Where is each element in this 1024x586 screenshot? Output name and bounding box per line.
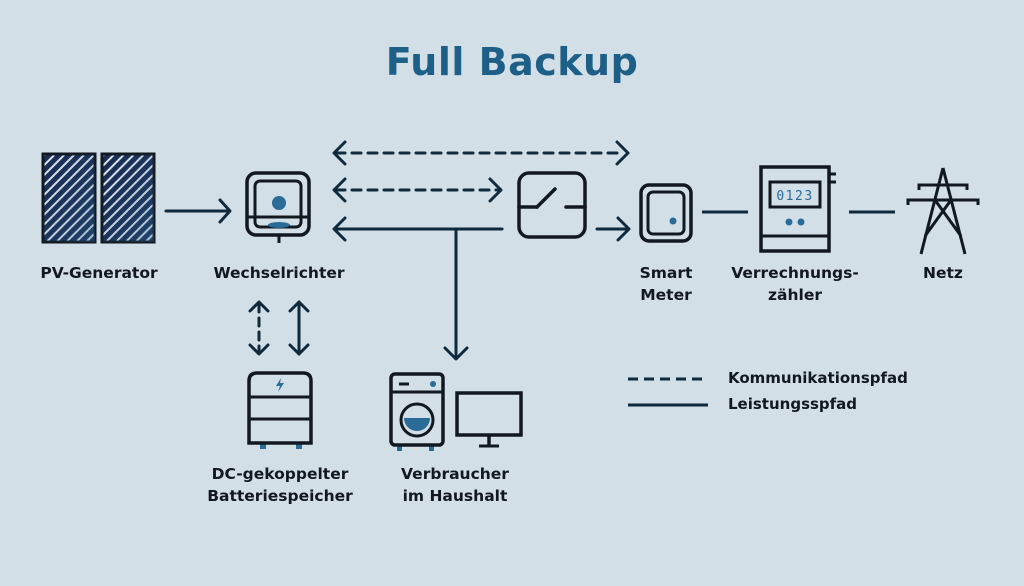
label-battery: DC-gekoppelter Batteriespeicher — [207, 463, 353, 507]
legend-power-label: Leistungsspfad — [728, 395, 858, 413]
diagram-title: Full Backup — [385, 40, 639, 84]
power-arrow-inverter-battery — [288, 300, 310, 356]
label-consumers-line1: Verbraucher — [401, 465, 509, 483]
washing-machine-icon — [389, 372, 445, 451]
communication-arrow-inverter-switch — [332, 177, 503, 203]
label-billing-meter: Verrechnungs- zähler — [731, 262, 859, 306]
power-arrow-pv-to-inverter — [164, 198, 232, 224]
inverter-icon — [245, 171, 311, 243]
meter-display: 0123 — [776, 189, 813, 204]
label-inverter: Wechselrichter — [213, 264, 345, 282]
switch-icon — [517, 171, 587, 239]
label-pv-generator: PV-Generator — [40, 264, 158, 282]
power-pylon-icon — [906, 167, 980, 255]
power-arrow-switch-to-inverter — [332, 216, 504, 242]
battery-icon — [247, 371, 313, 449]
communication-arrow-inverter-smart-meter — [332, 140, 630, 166]
smart-meter-icon — [639, 183, 693, 243]
power-arrow-switch-to-smart-meter — [595, 216, 631, 242]
label-battery-line2: Batteriespeicher — [207, 487, 353, 505]
legend-communication-label: Kommunikationspfad — [728, 369, 908, 387]
communication-arrow-inverter-battery — [248, 300, 270, 356]
label-battery-line1: DC-gekoppelter — [211, 465, 349, 483]
label-smart-meter: Smart Meter — [640, 262, 693, 306]
label-grid: Netz — [923, 264, 963, 282]
legend — [628, 377, 708, 407]
power-arrow-to-consumers — [443, 227, 469, 361]
label-smart-meter-line2: Meter — [640, 286, 692, 304]
solar-panel-icon — [41, 152, 156, 244]
billing-meter-icon: 0123 — [759, 165, 836, 253]
monitor-icon — [455, 391, 523, 448]
label-consumers-line2: im Haushalt — [402, 487, 508, 505]
label-smart-meter-line1: Smart — [639, 264, 693, 282]
label-billing-meter-line1: Verrechnungs- — [731, 264, 859, 282]
label-billing-meter-line2: zähler — [767, 286, 822, 304]
label-consumers: Verbraucher im Haushalt — [401, 463, 509, 507]
